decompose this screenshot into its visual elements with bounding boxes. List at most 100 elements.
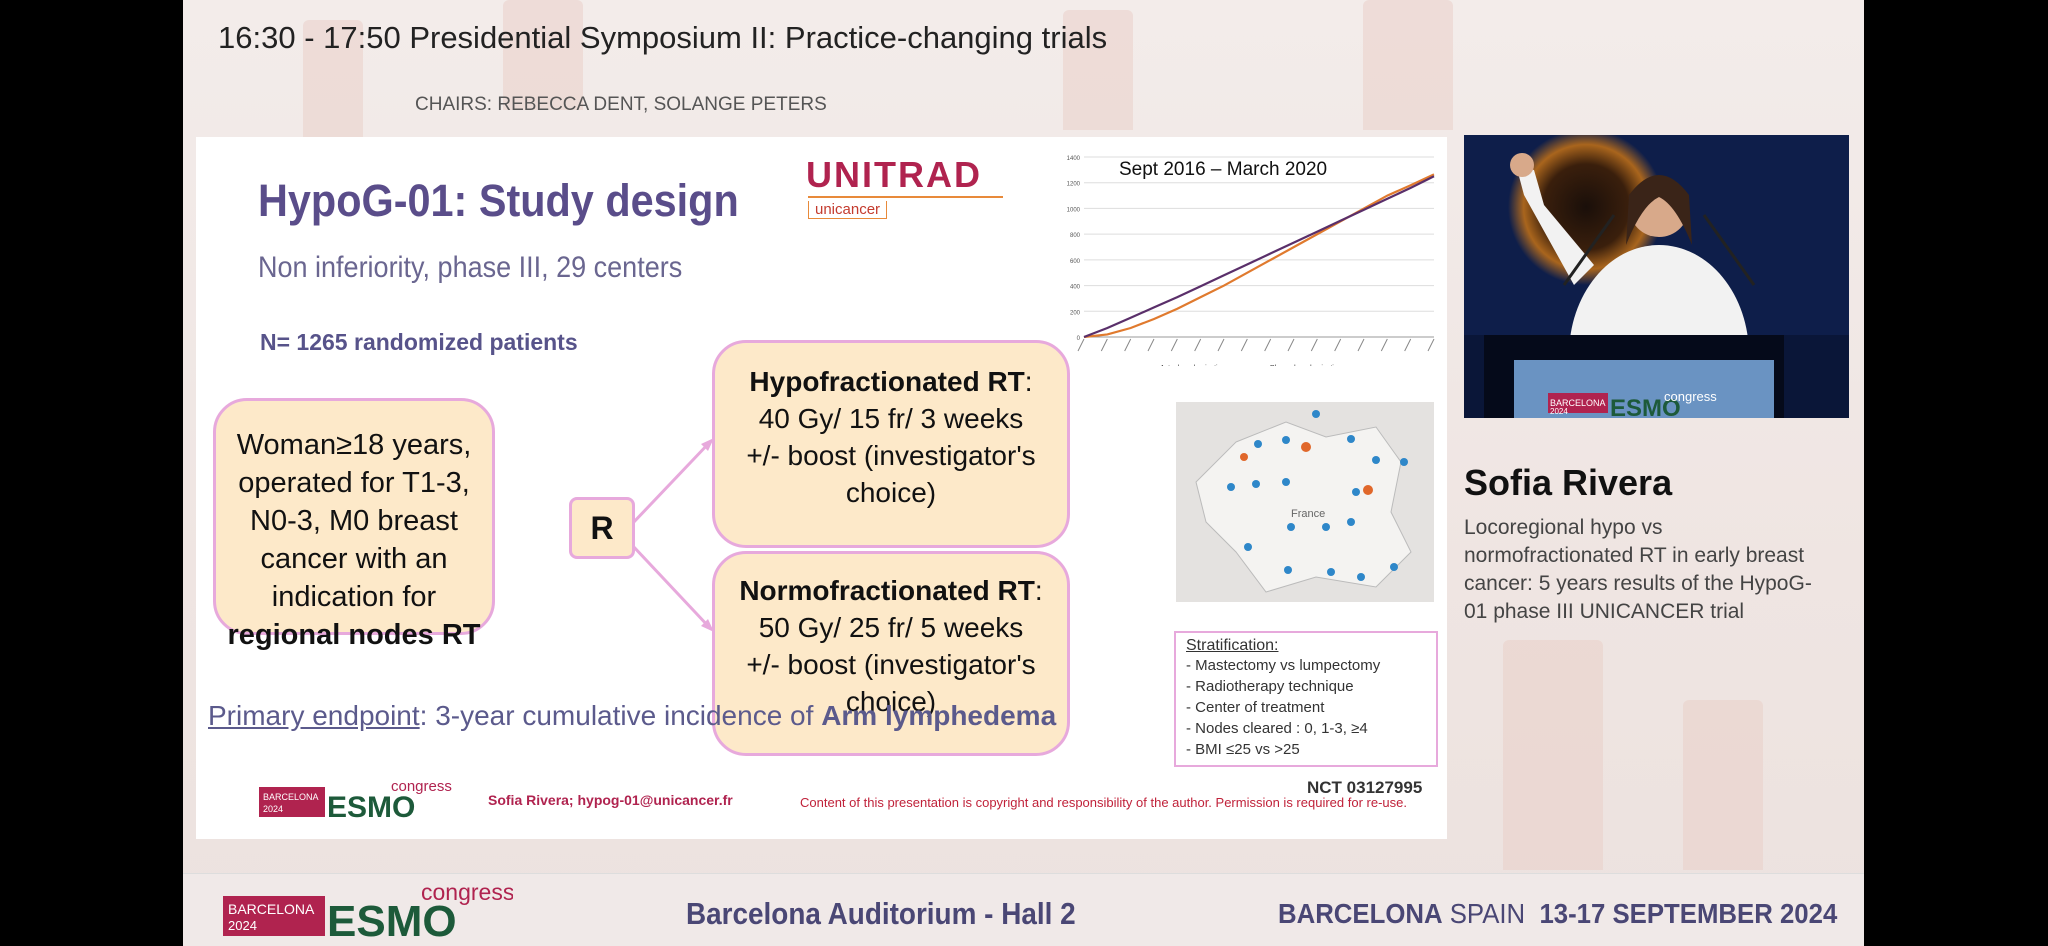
enrollment-chart: 0 200 400 600 800 1000 1200 1400Actual randomiz… xyxy=(1067,156,1435,366)
author-contact: Sofia Rivera; hypog-01@unicancer.fr xyxy=(488,792,733,808)
copyright-notice: Content of this presentation is copyrigh… xyxy=(800,795,1407,810)
background-tower xyxy=(303,20,363,140)
background-tower xyxy=(1363,0,1453,130)
chart-y-tick-label: 600 xyxy=(1070,259,1081,265)
chart-x-tick-mark xyxy=(1077,338,1085,352)
background-tower xyxy=(503,0,583,110)
france-centers-map: France xyxy=(1176,402,1434,602)
chart-x-tick-mark xyxy=(1217,338,1225,352)
svg-text:2024: 2024 xyxy=(228,918,257,933)
svg-text:BARCELONA: BARCELONA xyxy=(228,901,315,917)
location-dates: BARCELONA SPAIN 13-17 SEPTEMBER 2024 xyxy=(1278,898,1837,930)
stratification-item: - Mastectomy vs lumpectomy xyxy=(1186,657,1381,674)
chart-series-line xyxy=(1083,175,1435,339)
session-chairs: CHAIRS: REBECCA DENT, SOLANGE PETERS xyxy=(415,94,827,115)
city-label: BARCELONA xyxy=(1278,898,1443,929)
endpoint-emphasis: Arm lymphedema xyxy=(821,700,1057,731)
svg-text:congress: congress xyxy=(1664,389,1717,404)
background-tower xyxy=(1683,700,1763,870)
svg-text:BARCELONA: BARCELONA xyxy=(1550,398,1606,408)
stratification-item: - Radiotherapy technique xyxy=(1186,678,1354,695)
arm1-name: Hypofractionated RT xyxy=(749,366,1025,397)
background-tower xyxy=(1063,10,1133,130)
chart-x-tick-mark xyxy=(1427,338,1435,352)
talk-title: Locoregional hypo vs normofractionated R… xyxy=(1464,516,1812,623)
footer-bar: BARCELONA 2024 ESMO congress Barcelona A… xyxy=(183,873,1864,946)
presentation-slide: HypoG-01: Study design UNITRAD unicancer… xyxy=(196,137,1447,839)
eligibility-emphasis: regional nodes RT xyxy=(227,619,481,651)
chart-legend-label: Actual randomization xyxy=(1160,365,1225,366)
svg-text:2024: 2024 xyxy=(263,804,283,814)
broadcast-frame: 16:30 - 17:50 Presidential Symposium II:… xyxy=(183,0,1864,946)
randomization-box: R xyxy=(569,497,635,559)
svg-text:ESMO: ESMO xyxy=(327,791,415,821)
unicancer-logo: unicancer xyxy=(808,201,888,219)
chart-series-line xyxy=(1083,173,1435,339)
chart-x-tick-mark xyxy=(1124,338,1132,352)
slide-title: HypoG-01: Study design xyxy=(258,175,739,226)
esmo-congress-logo: BARCELONA 2024 ESMO congress xyxy=(259,778,452,821)
background-tower xyxy=(1503,640,1603,870)
nct-number: NCT 03127995 xyxy=(1307,778,1423,797)
speaker-video-image: BARCELONA 2024 ESMO congress xyxy=(1464,135,1849,418)
chart-x-tick-mark xyxy=(1100,338,1108,352)
chart-x-tick-mark xyxy=(1264,338,1272,352)
randomization-arrows xyxy=(630,438,714,632)
eligibility-box: Woman≥18 years, operated for T1-3, N0-3,… xyxy=(213,398,495,651)
normofractionated-arm: Normofractionated RT: 50 Gy/ 25 fr/ 5 we… xyxy=(712,551,1070,756)
svg-text:congress: congress xyxy=(391,778,452,795)
chart-x-tick-mark xyxy=(1170,338,1178,352)
patient-count: N= 1265 randomized patients xyxy=(260,329,578,355)
esmo-footer-logo: BARCELONA 2024 ESMO congress xyxy=(223,880,513,942)
arm2-boost: +/- boost (investigator's choice) xyxy=(746,649,1036,717)
stratification-heading: Stratification: xyxy=(1186,637,1279,654)
country-label: SPAIN xyxy=(1449,898,1526,929)
chart-x-tick-mark xyxy=(1287,338,1295,352)
endpoint-text: : 3-year cumulative incidence of xyxy=(419,700,814,731)
chart-y-tick-label: 400 xyxy=(1070,285,1081,291)
venue-label: Barcelona Auditorium - Hall 2 xyxy=(686,896,1076,931)
session-title: 16:30 - 17:50 Presidential Symposium II:… xyxy=(218,20,1108,55)
svg-text:congress: congress xyxy=(421,880,513,905)
chart-x-tick-mark xyxy=(1240,338,1248,352)
chart-x-tick-mark xyxy=(1334,338,1342,352)
stratification-box: Stratification: - Mastectomy vs lumpecto… xyxy=(1174,631,1438,767)
chart-x-tick-mark xyxy=(1380,338,1388,352)
endpoint-label: Primary endpoint xyxy=(208,700,420,731)
stratification-item: - Center of treatment xyxy=(1186,699,1325,716)
chart-x-tick-mark xyxy=(1357,338,1365,352)
chart-x-tick-mark xyxy=(1147,338,1155,352)
chart-y-tick-label: 800 xyxy=(1070,233,1081,239)
chart-y-tick-label: 200 xyxy=(1070,310,1081,316)
logo-underline xyxy=(808,196,1003,198)
svg-text:2024: 2024 xyxy=(1550,407,1568,416)
chart-x-tick-mark xyxy=(1310,338,1318,352)
chart-y-tick-label: 1200 xyxy=(1067,182,1081,188)
map-country-label: France xyxy=(1291,508,1325,520)
arm2-dose: 50 Gy/ 25 fr/ 5 weeks xyxy=(758,612,1024,643)
slide-subtitle: Non inferiority, phase III, 29 centers xyxy=(258,251,683,284)
speaker-video: BARCELONA 2024 ESMO congress xyxy=(1464,135,1849,418)
chart-y-tick-label: 1000 xyxy=(1067,207,1081,213)
stratification-item: - BMI ≤25 vs >25 xyxy=(1186,741,1300,758)
arm1-dose: 40 Gy/ 15 fr/ 3 weeks xyxy=(758,403,1024,434)
hypofractionated-arm: Hypofractionated RT: 40 Gy/ 15 fr/ 3 wee… xyxy=(712,340,1070,548)
stratification-item: - Nodes cleared : 0, 1-3, ≥4 xyxy=(1186,720,1368,737)
svg-text:BARCELONA: BARCELONA xyxy=(263,792,319,802)
arm1-boost: +/- boost (investigator's choice) xyxy=(746,440,1036,508)
unitrad-logo: UNITRAD xyxy=(806,154,982,195)
chart-y-tick-label: 1400 xyxy=(1067,156,1081,162)
svg-text:ESMO: ESMO xyxy=(1610,395,1681,418)
chart-legend-label: Planned randomization xyxy=(1270,365,1342,366)
speaker-name: Sofia Rivera xyxy=(1464,462,1673,503)
chart-y-tick-label: 0 xyxy=(1077,336,1081,342)
arm2-name: Normofractionated RT xyxy=(739,575,1035,606)
dates-label: 13-17 SEPTEMBER 2024 xyxy=(1539,898,1838,929)
svg-text:ESMO: ESMO xyxy=(327,897,457,942)
chart-x-tick-mark xyxy=(1194,338,1202,352)
map-graphic: France xyxy=(1195,410,1412,593)
eligibility-text: Woman≥18 years, operated for T1-3, N0-3,… xyxy=(236,429,472,613)
chart-x-tick-mark xyxy=(1404,338,1412,352)
chart-title: Sept 2016 – March 2020 xyxy=(1119,159,1328,180)
primary-endpoint: Primary endpoint: 3-year cumulative inci… xyxy=(208,697,1056,734)
